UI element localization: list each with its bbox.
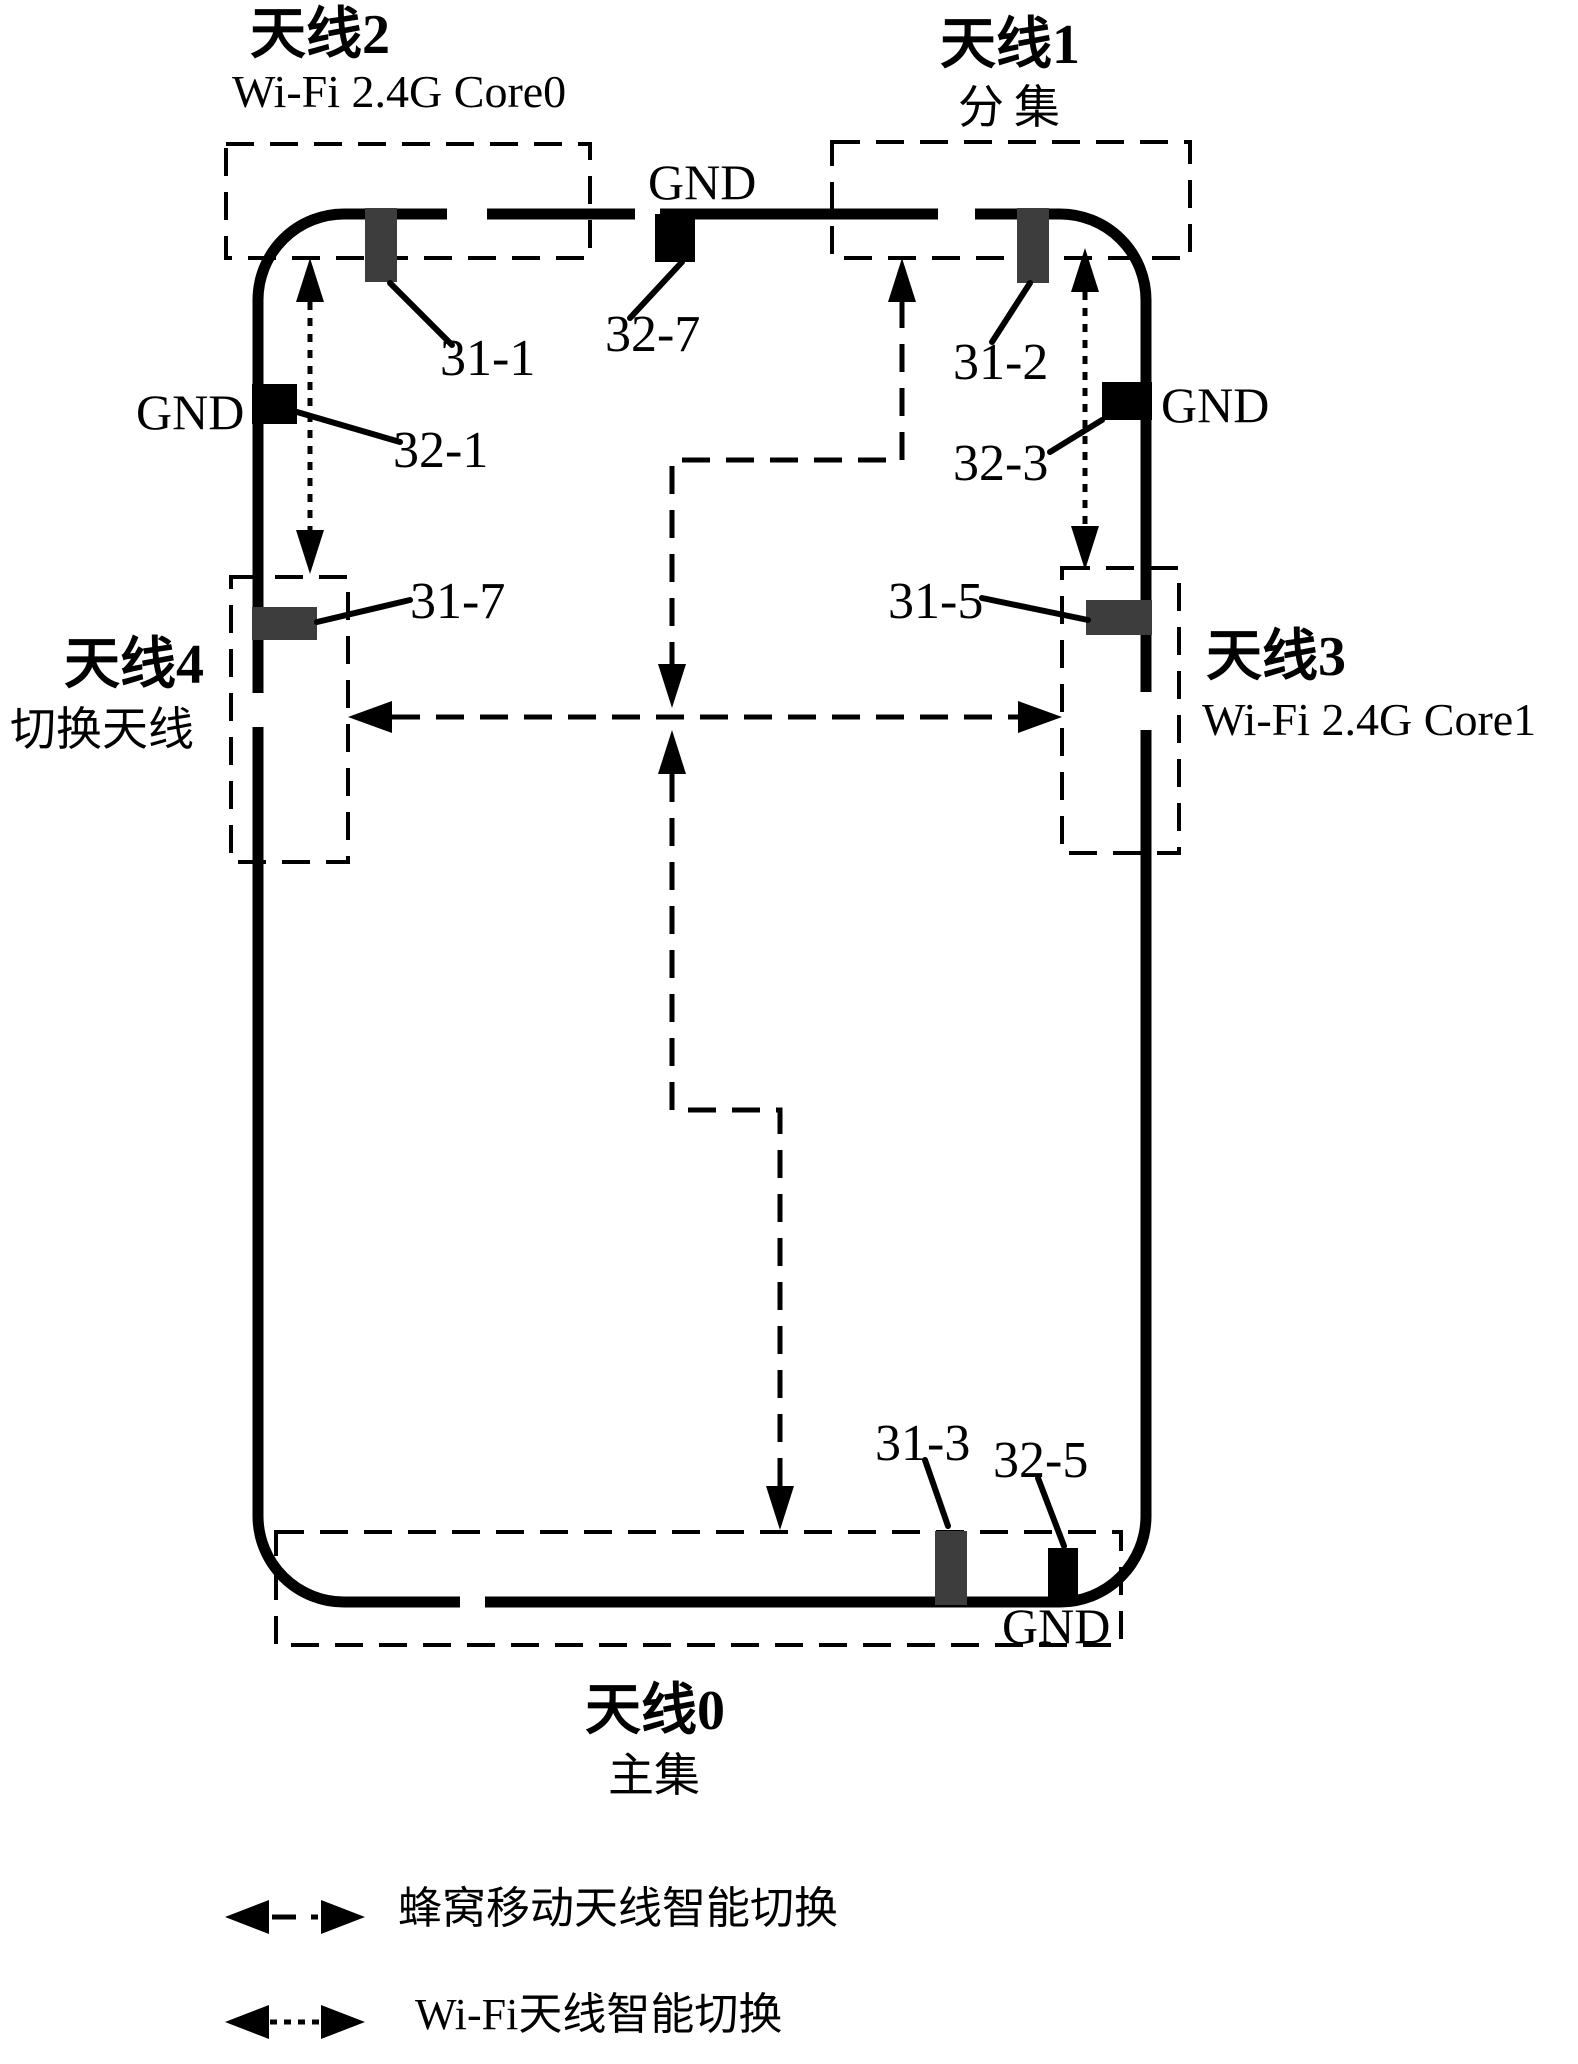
ground-pads — [252, 214, 1152, 1597]
arrowhead-down-ant0 — [766, 1486, 794, 1530]
pad-31-1 — [365, 208, 397, 282]
arrowhead-up-ant1 — [888, 258, 916, 302]
pad-label-32-3: 32-3 — [953, 435, 1049, 492]
pad-31-7 — [252, 607, 317, 640]
cellular-switch-arrows — [348, 258, 1062, 1530]
antenna2-title: 天线2 — [250, 4, 390, 66]
antenna1-title: 天线1 — [940, 14, 1080, 76]
phone-frame — [252, 208, 1152, 1608]
leader-32-1 — [294, 409, 403, 445]
leader-31-3 — [922, 1457, 951, 1529]
antenna3-title: 天线3 — [1206, 626, 1346, 688]
leader-31-5 — [979, 595, 1091, 623]
arrowhead-left-ant4 — [348, 701, 392, 733]
cellular-path-ant1-to-center — [669, 300, 905, 664]
gnd-label-left: GND — [136, 384, 245, 440]
antenna4-subtitle: 切换天线 — [10, 704, 194, 755]
gnd-label-top: GND — [648, 154, 757, 210]
cellular-path-center-to-ant0 — [669, 774, 783, 1486]
legend-wifi-arrowhead-left — [225, 2005, 269, 2039]
pad-31-5 — [1086, 600, 1152, 635]
legend-cellular-label: 蜂窝移动天线智能切换 — [398, 1884, 838, 1933]
antenna1-subtitle: 分集 — [958, 82, 1070, 133]
leader-31-2 — [989, 280, 1033, 345]
antenna-region-boxes — [224, 140, 1192, 1647]
antenna2-subtitle: Wi-Fi 2.4G Core0 — [232, 66, 567, 117]
leader-32-7 — [627, 259, 685, 321]
arrowhead-up-below-center — [658, 730, 686, 774]
pad-32-1 — [252, 384, 297, 424]
pad-label-32-5: 32-5 — [993, 1432, 1089, 1489]
arrowhead-up-wifi-left — [296, 258, 324, 302]
arrowhead-down-wifi-right — [1071, 526, 1099, 570]
antenna4-title: 天线4 — [64, 634, 204, 696]
antenna1-region-box — [830, 140, 1192, 260]
leader-32-5 — [1035, 1475, 1067, 1549]
pad-32-5 — [1048, 1548, 1078, 1597]
pad-label-32-7: 32-7 — [605, 306, 701, 363]
leader-lines — [294, 259, 1105, 1549]
leader-32-3 — [1047, 417, 1105, 455]
legend-wifi-label: Wi-Fi天线智能切换 — [415, 1990, 783, 2039]
pad-label-32-1: 32-1 — [393, 422, 489, 479]
antenna3-subtitle: Wi-Fi 2.4G Core1 — [1202, 694, 1537, 745]
pad-label-31-1: 31-1 — [440, 330, 536, 387]
feed-pads — [252, 208, 1152, 1605]
gnd-label-bottom: GND — [1002, 1598, 1111, 1654]
leader-31-1 — [387, 280, 455, 348]
pad-label-31-5: 31-5 — [888, 573, 984, 630]
antenna3-region-box — [1060, 566, 1181, 855]
wifi-switch-arrows — [296, 248, 1099, 574]
legend-cellular-arrowhead-left — [225, 1900, 269, 1934]
pad-label-31-2: 31-2 — [953, 334, 1049, 391]
arrowhead-right-ant3 — [1018, 701, 1062, 733]
antenna2-region-box — [224, 142, 592, 260]
pad-32-7 — [655, 214, 695, 262]
pad-label-31-3: 31-3 — [875, 1415, 971, 1472]
arrowhead-down-wifi-left — [296, 530, 324, 574]
leader-31-7 — [314, 597, 413, 625]
pad-31-2 — [1017, 208, 1049, 283]
pad-31-3 — [935, 1531, 967, 1605]
gnd-label-right: GND — [1161, 377, 1270, 433]
arrowhead-down-center — [658, 664, 686, 708]
legend-symbols — [225, 1900, 365, 2039]
pad-label-31-7: 31-7 — [410, 573, 506, 630]
antenna0-subtitle: 主集 — [608, 1750, 700, 1801]
legend-wifi-arrowhead-right — [321, 2005, 365, 2039]
legend-cellular-arrowhead-right — [321, 1900, 365, 1934]
pad-32-3 — [1102, 382, 1152, 420]
antenna0-region-box — [274, 1530, 1123, 1647]
arrowhead-up-wifi-right — [1071, 248, 1099, 292]
antenna4-region-box — [229, 575, 350, 864]
antenna0-title: 天线0 — [585, 1680, 725, 1742]
